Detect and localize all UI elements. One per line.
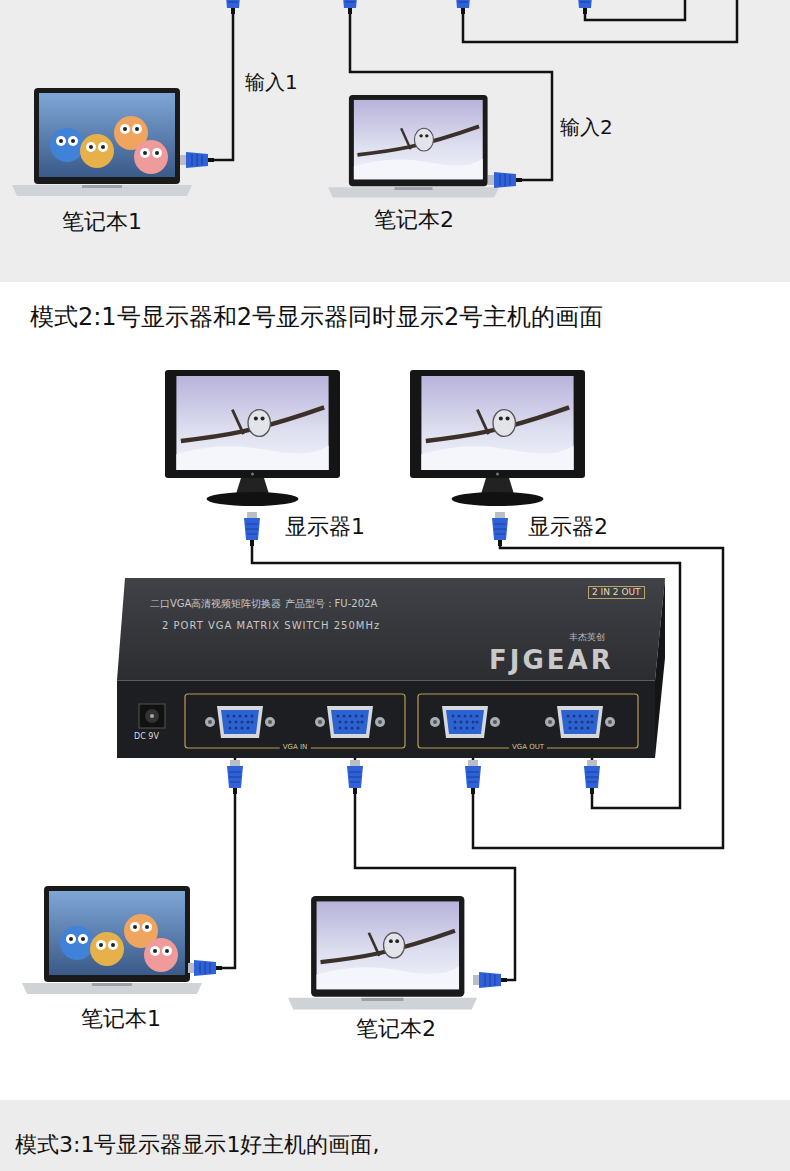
vga-plug bbox=[455, 0, 471, 14]
laptop bbox=[22, 886, 202, 994]
monitor bbox=[165, 370, 340, 506]
node-label: 笔记本2 bbox=[374, 206, 454, 234]
vga-plug bbox=[347, 760, 363, 794]
laptop-node: 笔记本2 bbox=[328, 95, 500, 235]
input-label: 输入1 bbox=[245, 70, 298, 95]
vga-plug bbox=[188, 960, 222, 976]
vga-plug bbox=[473, 972, 507, 988]
vga-plug bbox=[492, 512, 508, 546]
monitor-node: 显示器2 bbox=[405, 368, 635, 546]
laptop-node: 笔记本1 bbox=[12, 88, 192, 238]
laptop-node: 笔记本1 bbox=[20, 885, 222, 1035]
node-label: 笔记本2 bbox=[356, 1015, 436, 1043]
device-print: 二口VGA高清视频矩阵切换器 产品型号：FU-202A bbox=[150, 598, 377, 611]
device-print: VGA OUT bbox=[509, 743, 547, 751]
device-print: 丰杰英创 bbox=[569, 632, 605, 643]
laptop bbox=[12, 88, 192, 196]
vga-plug bbox=[577, 0, 593, 14]
device-print: DC 9V bbox=[134, 732, 159, 742]
laptop bbox=[328, 95, 499, 198]
device-print: FJGEAR bbox=[489, 646, 614, 675]
vga-plug bbox=[225, 0, 241, 14]
matrix-switch: 2 IN 2 OUT 二口VGA高清视频矩阵切换器 产品型号：FU-202A 2 P… bbox=[117, 578, 665, 758]
vga-plug bbox=[342, 0, 358, 14]
node-label: 笔记本1 bbox=[62, 208, 142, 236]
monitor-node: 显示器1 bbox=[160, 368, 370, 546]
vga-plug bbox=[244, 512, 260, 546]
device-print: 2 PORT VGA MATRIX SWITCH 250MHz bbox=[162, 620, 380, 633]
vga-plug bbox=[465, 760, 481, 794]
vga-plug bbox=[488, 172, 522, 188]
device-print: VGA IN bbox=[280, 743, 311, 751]
laptop-node: 笔记本2 bbox=[285, 895, 507, 1045]
vga-plug bbox=[227, 760, 243, 794]
vga-plug bbox=[180, 152, 214, 168]
device-print: 2 IN 2 OUT bbox=[588, 586, 645, 599]
mode-heading: 模式3:1号显示器显示1好主机的画面, bbox=[15, 1131, 379, 1159]
node-label: 笔记本1 bbox=[81, 1005, 161, 1033]
vga-plug bbox=[584, 760, 600, 794]
laptop bbox=[288, 896, 477, 1009]
node-label: 显示器1 bbox=[285, 513, 365, 541]
monitor bbox=[410, 370, 585, 506]
node-label: 显示器2 bbox=[528, 513, 608, 541]
input-label: 输入2 bbox=[560, 115, 613, 140]
mode-heading: 模式2:1号显示器和2号显示器同时显示2号主机的画面 bbox=[30, 302, 603, 332]
